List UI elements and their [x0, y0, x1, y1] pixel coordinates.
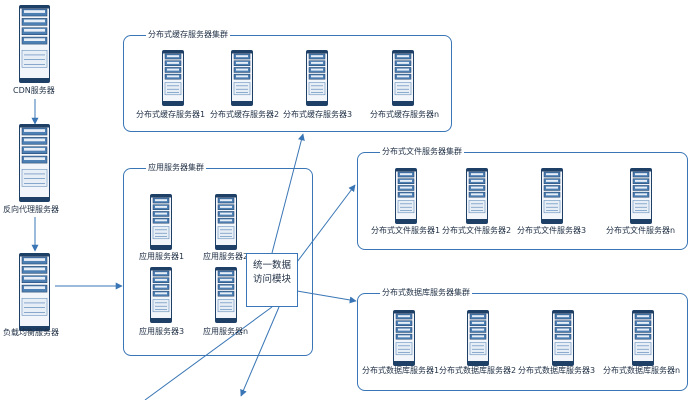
- cache-cluster-title: 分布式缓存服务器集群: [146, 30, 230, 40]
- file-server-3-icon: [541, 168, 563, 228]
- cache-server-2-icon: [231, 50, 253, 110]
- cache-server-n-label: 分布式缓存服务器n: [370, 110, 440, 119]
- file-server-1-label: 分布式文件服务器1: [371, 226, 441, 235]
- cache-server-3-label: 分布式缓存服务器3: [283, 110, 353, 119]
- cache-server-n-icon: [392, 50, 414, 110]
- cache-cluster-box: [123, 35, 452, 132]
- app-server-n-icon: [215, 267, 237, 327]
- arrow-module-to-cache: [271, 133, 305, 254]
- db-server-1-icon: [393, 310, 415, 370]
- arrow-module-down-2: [240, 306, 280, 397]
- app-cluster-title: 应用服务器集群: [146, 163, 206, 173]
- db-server-n-icon: [632, 310, 654, 370]
- cache-server-1-label: 分布式缓存服务器1: [136, 110, 206, 119]
- db-server-3-icon: [552, 310, 574, 370]
- cdn-server-icon: [19, 5, 50, 87]
- app-server-3-icon: [150, 267, 172, 327]
- db-server-3-label: 分布式数据库服务器3: [518, 366, 596, 375]
- app-server-2-label: 应用服务器2: [203, 252, 249, 261]
- cdn-server-label: CDN服务器: [13, 86, 55, 95]
- db-server-n-label: 分布式数据库服务器n: [603, 366, 681, 375]
- app-server-n-label: 应用服务器n: [203, 327, 249, 336]
- app-server-1-icon: [150, 194, 172, 254]
- unified-module-line2: 访问模块: [252, 274, 291, 285]
- load-balancer-server-icon: [19, 253, 50, 335]
- reverse-proxy-server-icon: [19, 124, 50, 206]
- arrow-module-to-file: [296, 184, 356, 263]
- file-server-n-label: 分布式文件服务器n: [606, 226, 676, 235]
- app-cluster-box: [123, 168, 313, 356]
- unified-module-line1: 统一数据: [252, 260, 291, 271]
- app-server-2-icon: [215, 194, 237, 254]
- file-cluster-title: 分布式文件服务器集群: [380, 147, 464, 157]
- arrow-module-down-1: [144, 306, 273, 400]
- file-server-2-icon: [466, 168, 488, 228]
- db-server-2-icon: [467, 310, 489, 370]
- file-server-2-label: 分布式文件服务器2: [442, 226, 512, 235]
- file-server-3-label: 分布式文件服务器3: [517, 226, 587, 235]
- unified-data-access-module: 统一数据 访问模块: [246, 253, 298, 307]
- cache-server-3-icon: [306, 50, 328, 110]
- db-cluster-box: [357, 293, 688, 391]
- file-server-1-icon: [395, 168, 417, 228]
- file-cluster-box: [357, 152, 688, 250]
- db-server-2-label: 分布式数据库服务器2: [439, 366, 517, 375]
- file-server-n-icon: [630, 168, 652, 228]
- load-balancer-label: 负载均衡服务器: [3, 328, 59, 337]
- app-server-1-label: 应用服务器1: [139, 252, 185, 261]
- db-server-1-label: 分布式数据库服务器1: [362, 366, 440, 375]
- app-server-3-label: 应用服务器3: [139, 327, 185, 336]
- cache-server-2-label: 分布式缓存服务器2: [210, 110, 280, 119]
- cache-server-1-icon: [162, 50, 184, 110]
- db-cluster-title: 分布式数据库服务器集群: [380, 288, 472, 298]
- reverse-proxy-label: 反向代理服务器: [3, 205, 59, 214]
- arrow-module-to-db: [296, 290, 357, 304]
